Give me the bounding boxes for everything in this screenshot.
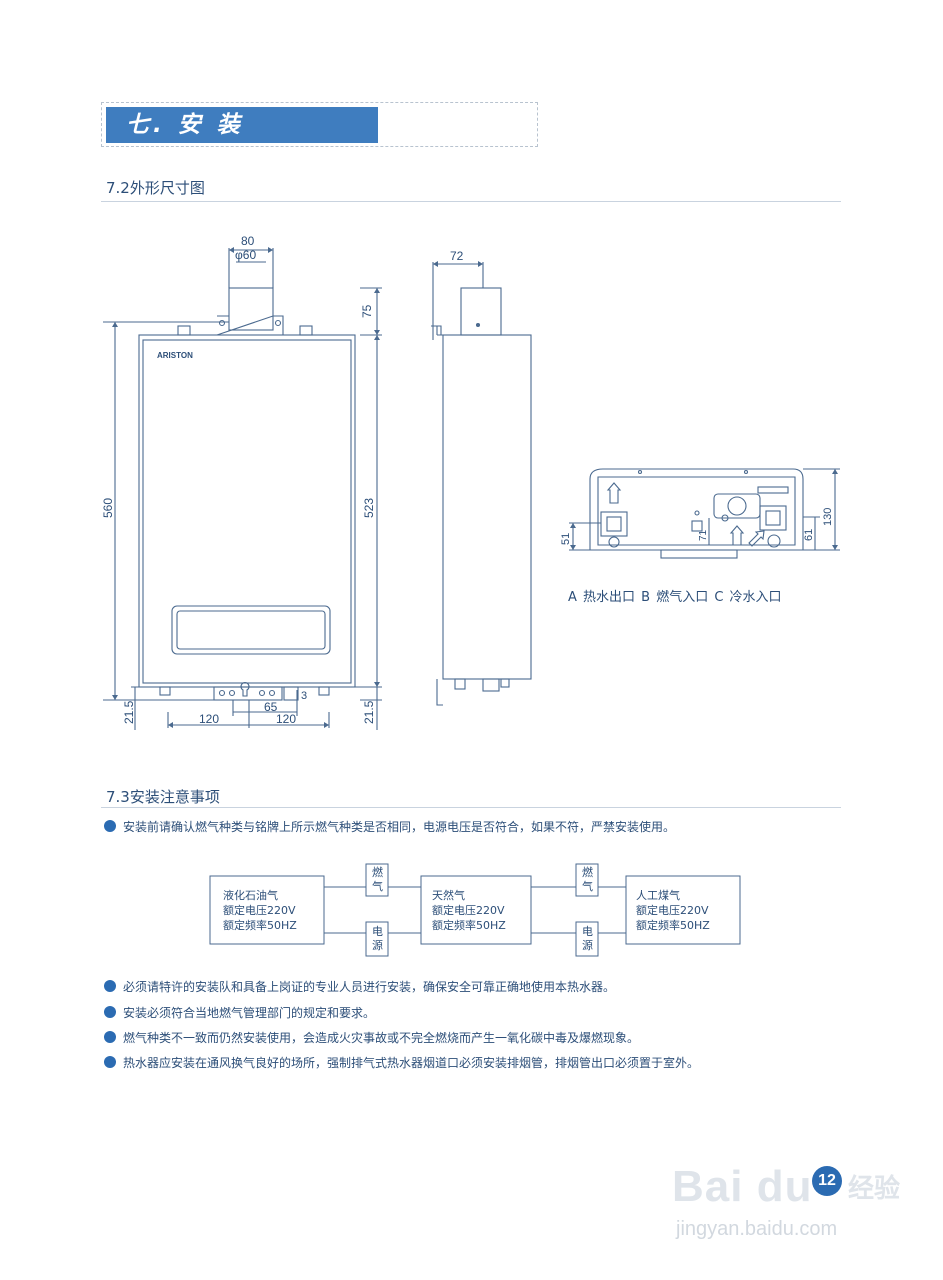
- gas-box-natural: 天然气 额定电压220V 额定频率50HZ: [432, 889, 506, 932]
- watermark-logo: Bai du: [672, 1162, 813, 1211]
- connector-gas-1: 燃气: [372, 866, 383, 893]
- bullet-dot: [104, 980, 116, 992]
- bullet-dot: [104, 1056, 116, 1068]
- dim-flue-height: 75: [360, 304, 374, 318]
- dim-depth: 72: [450, 249, 464, 263]
- bullet-item: 安装前请确认燃气种类与铭牌上所示燃气种类是否相同，电源电压是否符合，如果不符，严…: [104, 816, 675, 836]
- brand-logo: ARISTON: [157, 351, 193, 360]
- side-view-drawing: [431, 262, 532, 706]
- bullet-text: 安装必须符合当地燃气管理部门的规定和要求。: [123, 1005, 376, 1020]
- bullet-text: 燃气种类不一致而仍然安装使用，会造成火灾事故或不完全燃烧而产生一氧化碳中毒及爆燃…: [123, 1030, 640, 1045]
- connection-legend: A 热水出口 B 燃气入口 C 冷水入口: [568, 590, 782, 605]
- dim-bottom-total: 130: [822, 508, 834, 526]
- bullet-text: 安装前请确认燃气种类与铭牌上所示燃气种类是否相同，电源电压是否符合，如果不符，严…: [123, 819, 676, 834]
- dim-top-width: 80: [241, 234, 255, 248]
- dim-flue-diameter: φ60: [235, 248, 256, 262]
- section-header-bar: [106, 107, 378, 143]
- dim-total-height: 560: [101, 498, 115, 518]
- dim-right-offset: 120: [276, 712, 296, 726]
- section-title: 七. 安 装: [126, 112, 244, 138]
- bullet-item: 燃气种类不一致而仍然安装使用，会造成火灾事故或不完全燃烧而产生一氧化碳中毒及爆燃…: [104, 1027, 639, 1047]
- section-header-frame: [101, 102, 538, 147]
- dim-center-offset: 65: [264, 700, 278, 714]
- bullet-item: 必须请特许的安装队和具备上岗证的专业人员进行安装，确保安全可靠正确地使用本热水器…: [104, 976, 615, 996]
- dim-bottom-left: 21.5: [122, 700, 136, 724]
- dim-small: 3: [301, 690, 307, 702]
- bullet-dot: [104, 1031, 116, 1043]
- bullet-text: 热水器应安装在通风换气良好的场所，强制排气式热水器烟道口必须安装排烟管，排烟管出…: [123, 1055, 700, 1070]
- subheading-7-2: 7.2外形尺寸图: [106, 179, 205, 197]
- gas-box-lpg: 液化石油气 额定电压220V 额定频率50HZ: [223, 889, 297, 932]
- watermark-cn: 经验: [848, 1174, 901, 1204]
- dim-bottom-small: 71: [698, 529, 709, 541]
- dim-bottom-right-height: 61: [803, 529, 815, 541]
- subheading-7-3: 7.3安装注意事项: [106, 788, 220, 806]
- bullet-item: 热水器应安装在通风换气良好的场所，强制排气式热水器烟道口必须安装排烟管，排烟管出…: [104, 1052, 699, 1072]
- gas-power-diagram: [209, 863, 741, 957]
- subheading-7-3-rule: [101, 807, 841, 808]
- bullet-text: 必须请特许的安装队和具备上岗证的专业人员进行安装，确保安全可靠正确地使用本热水器…: [123, 979, 616, 994]
- page-number-badge: 12: [812, 1166, 842, 1196]
- bottom-view-drawing: [569, 468, 840, 559]
- bullet-dot: [104, 1006, 116, 1018]
- dim-body-height: 523: [362, 498, 376, 518]
- gas-box-town: 人工煤气 额定电压220V 额定频率50HZ: [636, 889, 710, 932]
- front-view-drawing: [103, 248, 382, 730]
- bullet-item: 安装必须符合当地燃气管理部门的规定和要求。: [104, 1002, 375, 1022]
- connector-power-2: 电源: [582, 925, 593, 952]
- connector-power-1: 电源: [372, 925, 383, 952]
- dim-left-offset: 120: [199, 712, 219, 726]
- bullet-dot: [104, 820, 116, 832]
- dimension-drawings: 80 φ60 75 560 523 21.5 21.5 120 120 65 3…: [101, 234, 840, 730]
- connector-gas-2: 燃气: [582, 866, 593, 893]
- subheading-7-2-rule: [101, 201, 841, 202]
- watermark-url: jingyan.baidu.com: [676, 1218, 838, 1240]
- dim-bottom-right: 21.5: [362, 700, 376, 724]
- dim-bottom-left-height: 51: [560, 533, 572, 545]
